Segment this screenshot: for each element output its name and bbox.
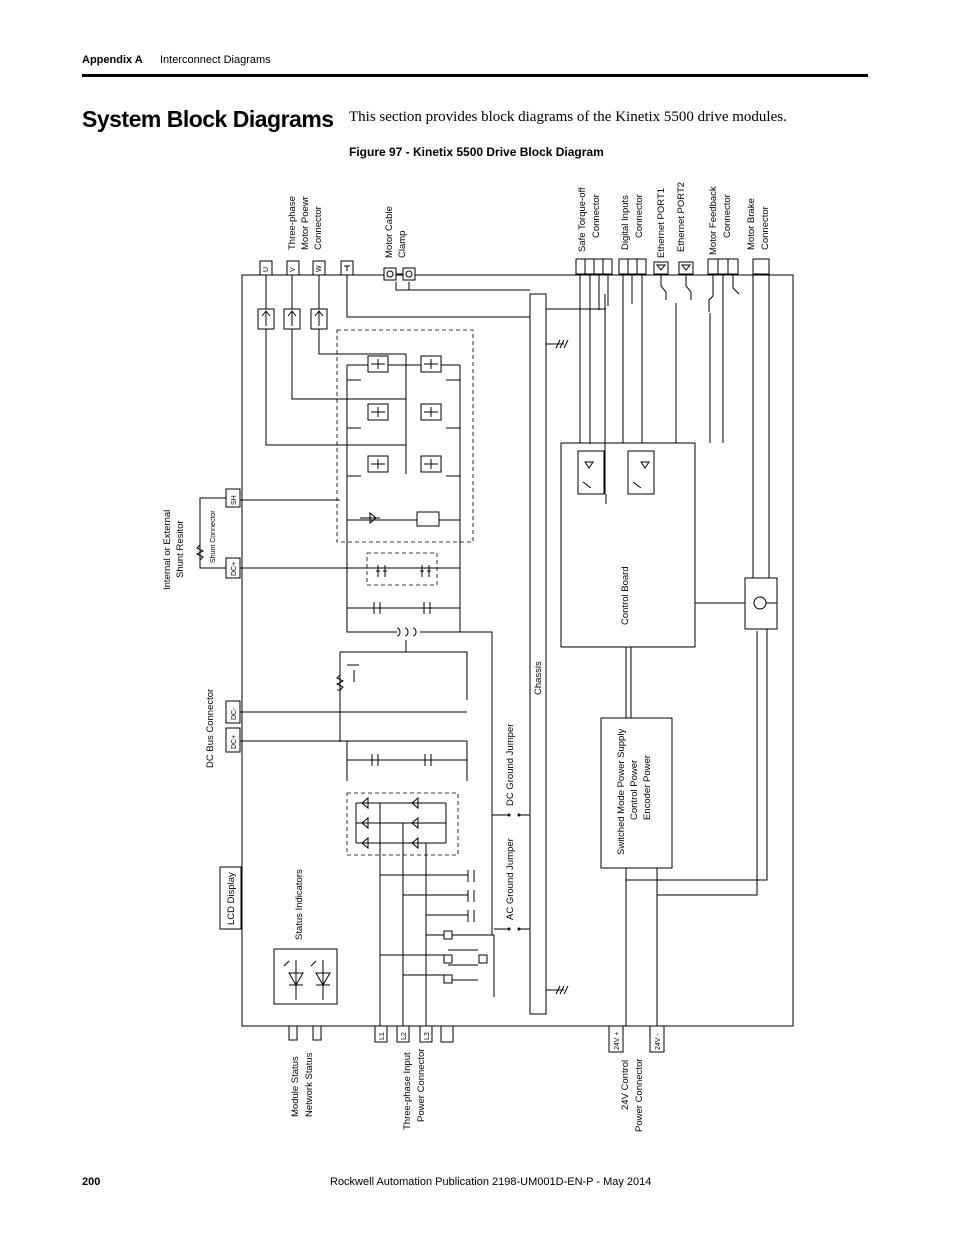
shunt-connector-label: Shunt Connector bbox=[210, 510, 217, 563]
intro-text: This section provides block diagrams of … bbox=[349, 109, 787, 125]
svg-text:Connector: Connector bbox=[760, 206, 771, 250]
svg-text:L1: L1 bbox=[379, 1032, 386, 1040]
sto-label-1: Safe Torque-off bbox=[577, 187, 588, 252]
eth2-label: Ethernet PORT2 bbox=[676, 182, 687, 252]
feedback-connector bbox=[707, 258, 739, 275]
page-title: System Block Diagrams bbox=[82, 106, 334, 132]
svg-text:DC+: DC+ bbox=[231, 735, 238, 749]
svg-text:Connector: Connector bbox=[591, 194, 602, 238]
header-rule bbox=[82, 74, 868, 77]
din-optocoupler bbox=[627, 450, 655, 495]
eth1-label: Ethernet PORT1 bbox=[656, 188, 667, 258]
page-number: 200 bbox=[82, 1176, 101, 1188]
cable-clamp-left bbox=[383, 267, 397, 281]
svg-text:Connector: Connector bbox=[634, 194, 645, 238]
cable-clamp-right bbox=[402, 267, 416, 281]
feedback-label-1: Motor Feedback bbox=[708, 186, 719, 255]
status-indicators-label: Status Indicators bbox=[294, 869, 305, 940]
psu-label-1: Switched Mode Power Supply bbox=[616, 729, 627, 855]
network-status-label: Network Status bbox=[304, 1052, 315, 1117]
pin-dcminus bbox=[225, 700, 241, 724]
ethernet-port1 bbox=[653, 261, 669, 275]
svg-text:L3: L3 bbox=[424, 1032, 431, 1040]
power-supply bbox=[600, 717, 673, 869]
svg-text:24V +: 24V + bbox=[614, 1032, 621, 1051]
lcd-display bbox=[219, 866, 242, 930]
cable-clamp-label-1: Motor Cable bbox=[384, 206, 395, 258]
network-status-led bbox=[312, 1025, 322, 1041]
control-power-label-1: 24V Control bbox=[620, 1060, 631, 1110]
svg-text:Shunt Resitor: Shunt Resitor bbox=[175, 520, 186, 578]
pin-l2 bbox=[396, 1025, 410, 1043]
svg-text:SH: SH bbox=[231, 495, 238, 505]
header-appendix: Appendix A bbox=[82, 54, 143, 66]
figure-caption: Figure 97 - Kinetix 5500 Drive Block Dia… bbox=[349, 145, 604, 159]
svg-text:V: V bbox=[290, 267, 297, 272]
publication-info: Rockwell Automation Publication 2198-UM0… bbox=[330, 1176, 652, 1188]
module-status-led bbox=[288, 1025, 298, 1041]
ac-ground-jumper-label: AC Ground Jumper bbox=[505, 838, 516, 920]
dc-ground-jumper-label: DC Ground Jumper bbox=[505, 724, 516, 806]
drive-enclosure bbox=[241, 274, 794, 1027]
sto-connector bbox=[575, 258, 613, 275]
pin-24v-plus bbox=[608, 1025, 624, 1053]
inverter-block bbox=[336, 329, 474, 543]
svg-text:Clamp: Clamp bbox=[397, 231, 408, 258]
pin-l3 bbox=[419, 1025, 433, 1043]
svg-text:24V -: 24V - bbox=[655, 1033, 662, 1050]
brake-label-1: Motor Brake bbox=[746, 198, 757, 250]
igbt-array bbox=[367, 355, 442, 473]
sto-optocoupler bbox=[577, 450, 605, 495]
svg-text:Connector: Connector bbox=[722, 194, 733, 238]
chassis-bar bbox=[529, 293, 547, 1015]
motor-connector-label-1: Three-phase bbox=[287, 196, 298, 250]
header-section: Interconnect Diagrams bbox=[160, 54, 271, 66]
pin-24v-minus bbox=[649, 1025, 665, 1053]
svg-text:Motor Poewr: Motor Poewr bbox=[300, 196, 311, 250]
svg-text:L2: L2 bbox=[401, 1032, 408, 1040]
brake-connector bbox=[752, 258, 770, 275]
dc-bus-caps bbox=[366, 552, 438, 586]
input-connector-label-1: Three-phase Input bbox=[402, 1052, 413, 1130]
pin-dcplus bbox=[225, 727, 241, 753]
svg-text:DC-: DC- bbox=[231, 707, 238, 720]
svg-text:Connector: Connector bbox=[313, 206, 324, 250]
lcd-display-label: LCD Display bbox=[226, 872, 237, 925]
svg-text:DC+: DC+ bbox=[231, 562, 238, 576]
din-label-1: Digital Inputs bbox=[620, 195, 631, 250]
shunt-label-1: Internal or External bbox=[162, 510, 173, 590]
dc-bus-connector-label: DC Bus Connector bbox=[205, 689, 216, 768]
control-board-label: Control Board bbox=[620, 566, 631, 625]
svg-text:U: U bbox=[263, 267, 270, 272]
pin-input-pe bbox=[440, 1025, 454, 1043]
pin-v bbox=[286, 260, 300, 276]
svg-text:W: W bbox=[316, 265, 323, 272]
rectifier-block bbox=[346, 792, 459, 856]
chassis-label: Chassis bbox=[533, 661, 544, 695]
pin-l1 bbox=[374, 1025, 388, 1043]
ethernet-port2 bbox=[678, 261, 694, 275]
module-status-label: Module Status bbox=[290, 1056, 301, 1117]
svg-text:Power Connector: Power Connector bbox=[634, 1059, 645, 1132]
din-connector bbox=[618, 258, 647, 275]
svg-text:Encoder Power: Encoder Power bbox=[642, 755, 653, 820]
status-indicators bbox=[273, 948, 338, 1005]
svg-text:Power Connector: Power Connector bbox=[416, 1049, 427, 1122]
svg-text:Control Power: Control Power bbox=[629, 760, 640, 820]
